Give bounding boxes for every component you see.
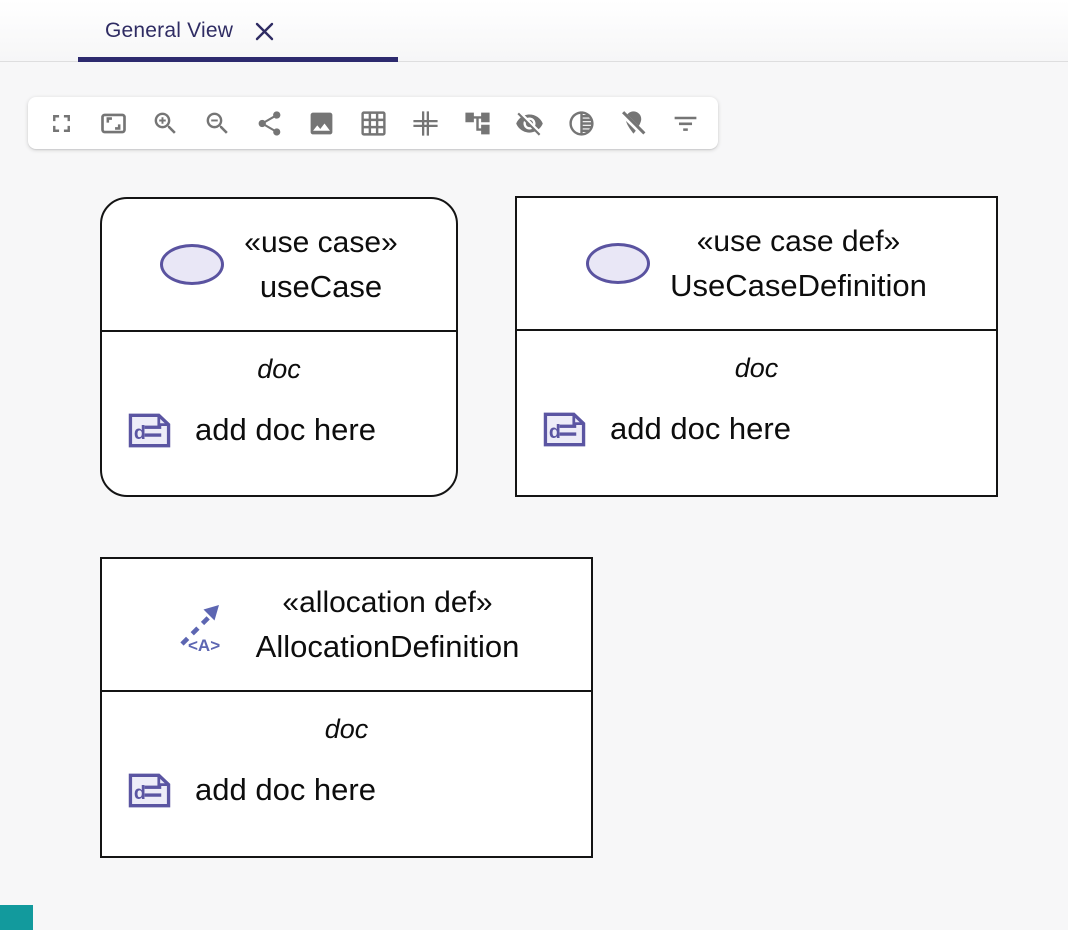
snap-to-grid-icon <box>360 110 386 136</box>
node-header: «use case» useCase <box>102 199 456 332</box>
doc-icon: d <box>543 412 586 447</box>
export-image-button[interactable] <box>300 102 342 144</box>
node-stereotype: «allocation def» <box>282 585 493 619</box>
zoom-in-icon <box>154 112 176 134</box>
reveal-hidden-elements-button[interactable] <box>508 102 550 144</box>
doc-item-label: add doc here <box>610 411 791 446</box>
zoom-out-button[interactable] <box>196 102 238 144</box>
node-stereotype: «use case def» <box>696 224 901 258</box>
zoom-out-icon <box>206 112 228 134</box>
share-icon <box>258 110 280 135</box>
doc-item-label: add doc here <box>195 412 376 447</box>
diagram-canvas[interactable]: «use case» useCase doc d add doc here <box>0 62 1068 930</box>
node-usecase[interactable]: «use case» useCase doc d add doc here <box>100 197 458 497</box>
reveal-hidden-elements-icon <box>515 112 543 136</box>
svg-text:d: d <box>134 422 146 444</box>
unpin-all-icon <box>619 110 645 136</box>
bottom-left-widget-fragment[interactable] <box>0 905 33 930</box>
snap-to-grid-button[interactable] <box>352 102 394 144</box>
compartment-label: doc <box>324 714 369 744</box>
active-tab-indicator <box>78 57 398 62</box>
filter-elements-icon <box>674 116 696 131</box>
node-header: «use case def» UseCaseDefinition <box>517 198 996 331</box>
reveal-faded-elements-icon <box>568 110 594 136</box>
node-stereotype: «use case» <box>244 225 398 259</box>
node-name: AllocationDefinition <box>255 628 520 664</box>
allocation-arrow-icon: <A> <box>180 604 220 654</box>
compartment-label: doc <box>257 354 301 384</box>
fit-to-screen-icon <box>100 113 126 133</box>
arrange-all-icon <box>464 112 490 134</box>
doc-placeholder-item[interactable]: d add doc here <box>542 409 996 449</box>
svg-text:d: d <box>134 782 146 804</box>
diagram-toolbar <box>28 97 718 149</box>
doc-compartment[interactable]: doc d add doc here <box>102 332 456 495</box>
fullscreen-icon <box>52 114 70 132</box>
tab-bar: General View <box>0 0 1068 62</box>
doc-compartment[interactable]: doc d add doc here <box>517 331 996 495</box>
share-button[interactable] <box>248 102 290 144</box>
export-image-icon <box>310 112 332 134</box>
allocation-icon-label: <A> <box>188 636 220 654</box>
usecase-ellipse-icon <box>160 244 225 285</box>
node-allocationdefinition[interactable]: <A> «allocation def» AllocationDefinitio… <box>100 557 593 858</box>
tab-general-view[interactable]: General View <box>78 0 398 62</box>
compartment-label: doc <box>734 353 779 383</box>
helper-lines-button[interactable] <box>404 102 446 144</box>
node-title: «use case def» UseCaseDefinition <box>670 220 927 308</box>
zoom-in-button[interactable] <box>144 102 186 144</box>
node-name: useCase <box>259 268 383 304</box>
fit-to-screen-button[interactable] <box>92 102 134 144</box>
usecase-ellipse-icon <box>586 243 651 284</box>
doc-icon: d <box>128 773 171 808</box>
helper-lines-icon <box>412 110 438 136</box>
node-usecasedefinition[interactable]: «use case def» UseCaseDefinition doc d a… <box>515 196 998 497</box>
arrange-all-button[interactable] <box>456 102 498 144</box>
node-name: UseCaseDefinition <box>670 267 927 303</box>
fullscreen-button[interactable] <box>40 102 82 144</box>
node-header: <A> «allocation def» AllocationDefinitio… <box>102 559 591 692</box>
node-title: «use case» useCase <box>244 221 397 309</box>
close-icon[interactable] <box>254 21 275 42</box>
doc-placeholder-item[interactable]: d add doc here <box>127 410 456 450</box>
unpin-all-button[interactable] <box>612 102 654 144</box>
filter-elements-button[interactable] <box>664 102 706 144</box>
svg-text:d: d <box>549 421 561 443</box>
doc-icon: d <box>128 413 171 448</box>
doc-item-label: add doc here <box>195 772 376 807</box>
doc-compartment[interactable]: doc d add doc here <box>102 692 591 856</box>
tab-label: General View <box>105 19 234 42</box>
doc-placeholder-item[interactable]: d add doc here <box>127 770 591 810</box>
reveal-faded-elements-button[interactable] <box>560 102 602 144</box>
node-title: «allocation def» AllocationDefinition <box>256 581 520 669</box>
